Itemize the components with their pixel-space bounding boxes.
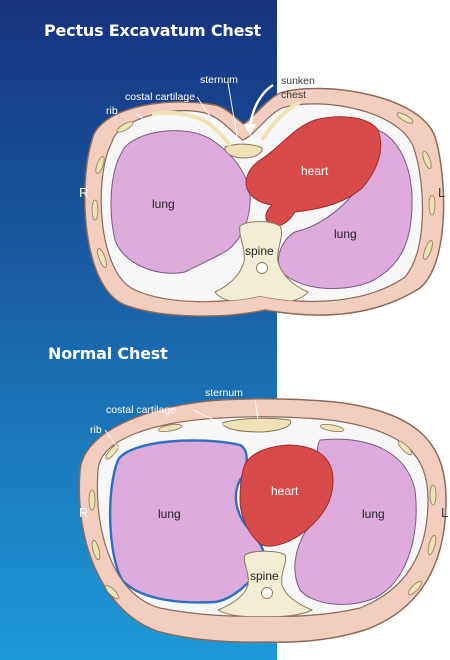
normal-label-lung-right: lung [158,507,181,521]
pectus-diagram: sternum costal cartilage rib sunken ches… [79,74,445,316]
normal-label-costal-cartilage: costal cartilage [106,404,176,416]
pectus-label-sunken: sunken [281,75,315,87]
pectus-title: Pectus Excavatum Chest [44,21,261,40]
pectus-label-heart: heart [301,164,329,178]
normal-label-heart: heart [271,484,299,498]
normal-diagram: sternum costal cartilage rib R L lung lu… [79,387,448,642]
pectus-label-chest: chest [281,89,306,101]
normal-spinal-canal [262,588,273,599]
pectus-label-spine: spine [245,244,274,258]
pectus-spinal-canal [257,263,268,274]
pectus-label-costal-cartilage: costal cartilage [125,91,195,103]
normal-label-lung-left: lung [362,507,385,521]
pectus-label-lung-left: lung [334,227,357,241]
normal-label-right: R [79,505,88,520]
normal-label-left: L [441,505,448,520]
pectus-label-rib: rib [106,105,118,117]
normal-title: Normal Chest [48,344,168,363]
pectus-label-left: L [438,185,445,200]
pectus-label-lung-right: lung [152,197,175,211]
normal-label-spine: spine [250,569,279,583]
pectus-label-sternum: sternum [200,74,238,86]
normal-label-rib: rib [90,424,102,436]
normal-lung-right [110,440,264,602]
pectus-label-right: R [79,185,88,200]
normal-label-sternum: sternum [205,387,243,399]
